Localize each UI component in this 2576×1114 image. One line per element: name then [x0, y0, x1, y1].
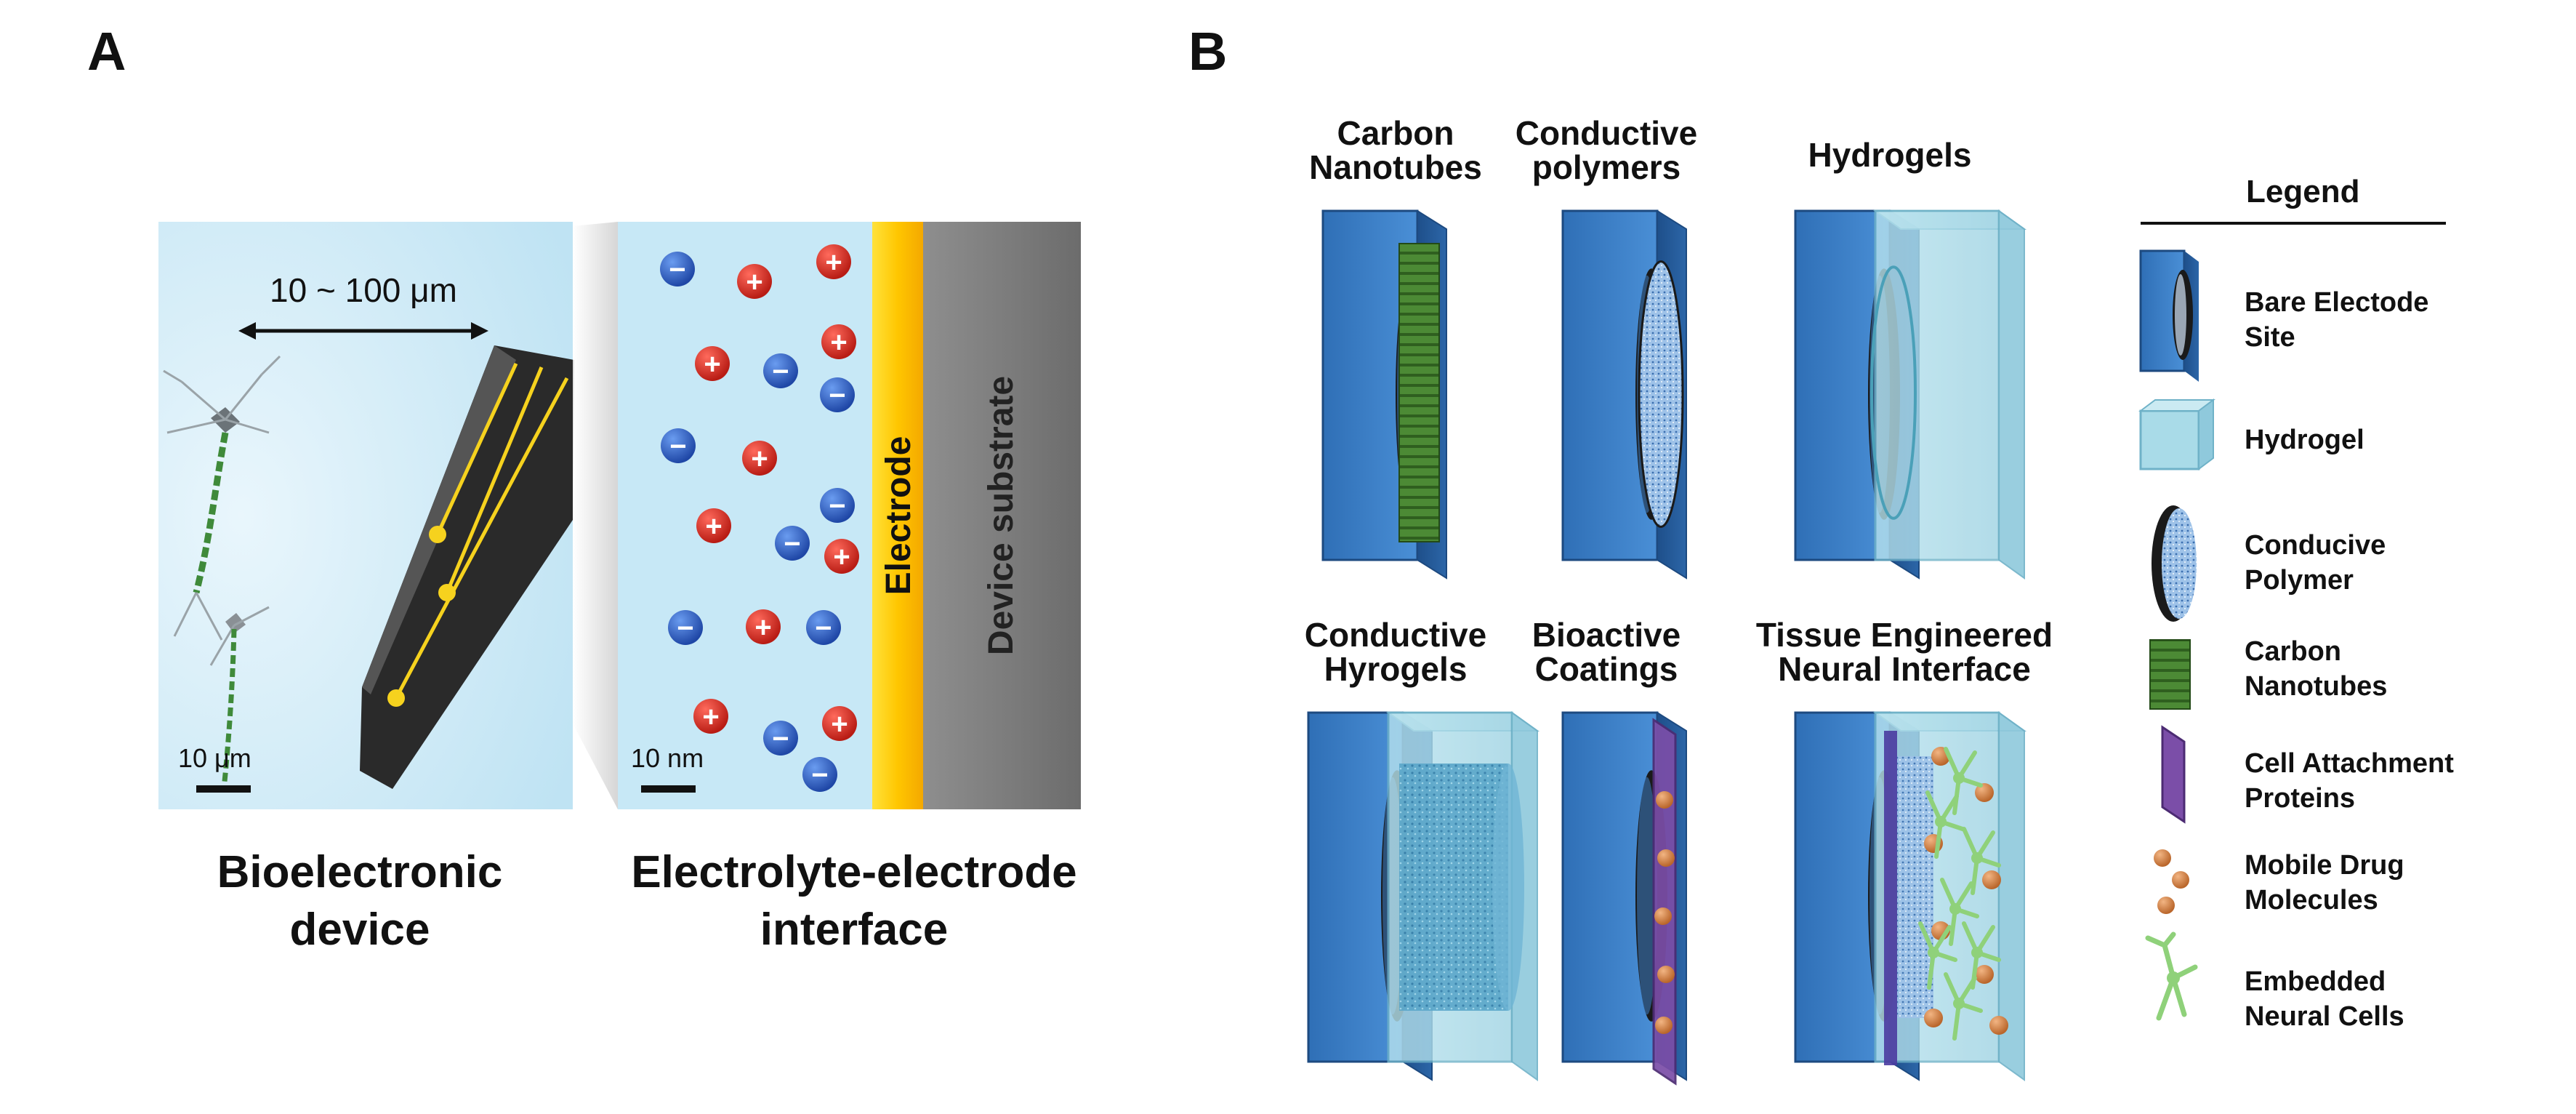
- legend-label-conductive-polymer: Conducive Polymer: [2245, 530, 2386, 596]
- svg-text:−: −: [815, 612, 832, 644]
- ion-layer: −+++−+−+−+−−+−+−+−+−: [660, 244, 859, 792]
- svg-text:−: −: [829, 380, 845, 412]
- substrate-label: Device substrate: [982, 376, 1021, 655]
- svg-text:+: +: [830, 326, 847, 358]
- svg-text:+: +: [833, 541, 850, 573]
- title-conductive-hydrogels: Conductive Hyrogels: [1304, 616, 1487, 688]
- svg-text:+: +: [702, 701, 719, 733]
- svg-text:+: +: [825, 247, 842, 278]
- device-substrate: [923, 222, 1081, 809]
- anion-icon: −: [660, 252, 695, 286]
- anion-icon: −: [763, 353, 798, 388]
- svg-text:−: −: [669, 430, 686, 462]
- legend-icons: [2138, 249, 2215, 1021]
- electrode-label: Electrode: [880, 436, 918, 596]
- cell-bioactive-coatings: [1561, 711, 1687, 1086]
- neuron-illustration: [163, 355, 281, 790]
- caption-electrolyte-interface: Electrolyte-electrode interface: [631, 847, 1077, 955]
- legend-label-bare-electrode: Bare Electode Site: [2245, 287, 2429, 353]
- title-carbon-nanotubes: Carbon Nanotubes: [1309, 114, 1482, 186]
- title-tissue-engineered: Tissue Engineered Neural Interface: [1755, 616, 2053, 688]
- cation-icon: +: [821, 324, 856, 359]
- coating-cells: [1307, 209, 2027, 1086]
- legend-label-mobile-drug: Mobile Drug Molecules: [2245, 850, 2404, 915]
- anion-icon: −: [820, 488, 855, 523]
- anion-icon: −: [763, 721, 798, 756]
- cation-icon: +: [824, 539, 859, 574]
- cell-tissue-engineered: [1794, 711, 2027, 1081]
- svg-text:−: −: [772, 356, 789, 388]
- svg-text:−: −: [772, 723, 789, 755]
- scale-bar-right: [641, 785, 696, 793]
- mobile-drug-molecules-icon: [2154, 849, 2189, 914]
- legend-label-hydrogel: Hydrogel: [2245, 425, 2364, 455]
- cation-icon: +: [695, 346, 730, 381]
- legend-title: Legend: [2246, 174, 2360, 209]
- cation-icon: +: [693, 699, 728, 734]
- svg-text:+: +: [746, 266, 762, 298]
- anion-icon: −: [775, 526, 810, 561]
- svg-text:−: −: [669, 254, 685, 286]
- title-conductive-polymers: Conductive polymers: [1515, 114, 1698, 186]
- svg-text:−: −: [784, 528, 800, 560]
- measure-arrow: [238, 322, 488, 340]
- cation-icon: +: [746, 609, 781, 644]
- embedded-neural-cells-icon: [2145, 931, 2198, 1021]
- electrode-strip: [872, 222, 923, 809]
- scale-label-left: 10 μm: [178, 743, 251, 773]
- cell-hydrogels: [1794, 209, 2027, 580]
- cell-conductive-polymers: [1561, 209, 1687, 580]
- svg-text:+: +: [751, 443, 768, 475]
- title-hydrogels: Hydrogels: [1808, 136, 1972, 174]
- scale-label-right: 10 nm: [631, 743, 704, 773]
- conductive-polymer-icon: [2152, 505, 2197, 622]
- panel-a-figure: 10 ~ 100 μm 10 μm Electrode Device subst…: [158, 222, 1081, 809]
- caption-bioelectronic-device: Bioelectronic device: [217, 847, 503, 955]
- svg-text:−: −: [677, 612, 693, 644]
- svg-text:+: +: [704, 348, 720, 380]
- probe-shank: [360, 345, 574, 789]
- carbon-nanotubes-icon: [2149, 639, 2191, 710]
- cation-icon: +: [822, 706, 857, 741]
- svg-text:+: +: [754, 612, 771, 644]
- cation-icon: +: [737, 264, 772, 299]
- svg-text:−: −: [811, 759, 828, 791]
- cell-conductive-hydrogels: [1307, 711, 1540, 1081]
- legend-rule: [2141, 222, 2446, 225]
- anion-icon: −: [661, 428, 696, 463]
- scale-bar-left: [196, 785, 251, 793]
- title-bioactive-coatings: Bioactive Coatings: [1531, 616, 1681, 688]
- legend-label-carbon-nanotubes: Carbon Nanotubes: [2245, 636, 2388, 702]
- cell-attachment-proteins-icon: [2161, 725, 2186, 824]
- anion-icon: −: [668, 610, 703, 645]
- legend-label-neural-cells: Embedded Neural Cells: [2245, 966, 2404, 1032]
- measure-label: 10 ~ 100 μm: [270, 271, 457, 309]
- svg-text:+: +: [831, 708, 848, 740]
- anion-icon: −: [820, 377, 855, 412]
- cation-icon: +: [696, 508, 731, 543]
- anion-icon: −: [802, 757, 837, 792]
- legend-label-cell-attachment: Cell Attachment Proteins: [2245, 748, 2454, 814]
- zoom-wedge: [573, 222, 618, 809]
- svg-text:−: −: [829, 490, 845, 522]
- svg-text:+: +: [705, 510, 722, 542]
- panel-a-letter: A: [87, 21, 126, 81]
- cation-icon: +: [742, 441, 777, 476]
- panel-b-letter: B: [1188, 21, 1228, 81]
- anion-icon: −: [806, 610, 841, 645]
- cation-icon: +: [816, 244, 851, 279]
- hydrogel-icon: [2138, 398, 2215, 470]
- cell-carbon-nanotubes: [1321, 209, 1447, 580]
- bare-electrode-icon: [2139, 249, 2199, 382]
